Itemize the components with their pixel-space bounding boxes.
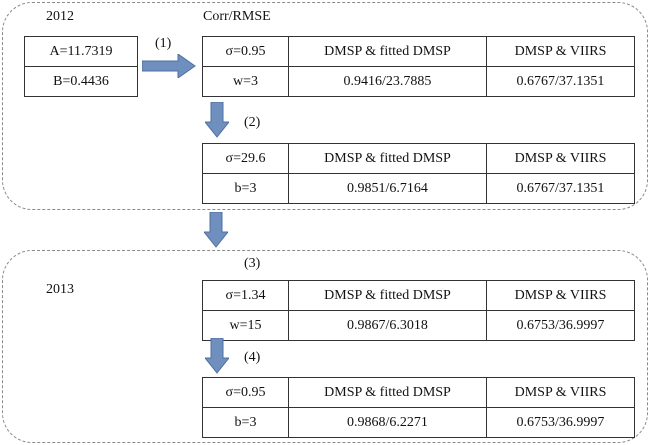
down-arrow-icon: [204, 212, 228, 248]
fitted-header-cell: DMSP & fitted DMSP: [288, 377, 487, 408]
viirs-value-cell: 0.6767/37.1351: [486, 66, 635, 97]
right-arrow-icon: [142, 54, 196, 78]
down-arrow-icon: [205, 338, 229, 374]
viirs-value-cell: 0.6753/36.9997: [486, 310, 635, 341]
step-label-1: (1): [155, 36, 172, 51]
sigma-cell: σ=0.95: [202, 36, 289, 67]
result-table-1: σ=0.95 DMSP & fitted DMSP DMSP & VIIRS w…: [202, 36, 635, 97]
step-label-3: (3): [244, 256, 261, 271]
result-table-3: σ=1.34 DMSP & fitted DMSP DMSP & VIIRS w…: [202, 280, 635, 341]
down-arrow-icon: [205, 102, 229, 138]
year-label-2012: 2012: [46, 9, 74, 24]
fitted-header-cell: DMSP & fitted DMSP: [288, 280, 487, 311]
year-label-2013: 2013: [46, 282, 74, 297]
sigma-cell: σ=29.6: [202, 143, 289, 174]
viirs-header-cell: DMSP & VIIRS: [486, 280, 635, 311]
fitted-header-cell: DMSP & fitted DMSP: [288, 36, 487, 67]
step-label-2: (2): [244, 115, 261, 130]
viirs-header-cell: DMSP & VIIRS: [486, 143, 635, 174]
result-table-4: σ=0.95 DMSP & fitted DMSP DMSP & VIIRS b…: [202, 377, 635, 438]
viirs-value-cell: 0.6767/37.1351: [486, 173, 635, 204]
fitted-header-cell: DMSP & fitted DMSP: [288, 143, 487, 174]
viirs-value-cell: 0.6753/36.9997: [486, 407, 635, 438]
sigma-cell: σ=1.34: [202, 280, 289, 311]
b-cell: b=3: [202, 407, 289, 438]
step-label-4: (4): [244, 350, 261, 365]
fitted-value-cell: 0.9851/6.7164: [288, 173, 487, 204]
fitted-value-cell: 0.9867/6.3018: [288, 310, 487, 341]
corr-rmse-header: Corr/RMSE: [203, 9, 271, 24]
fitted-value-cell: 0.9416/23.7885: [288, 66, 487, 97]
fitted-value-cell: 0.9868/6.2271: [288, 407, 487, 438]
param-a: A=11.7319: [24, 36, 138, 67]
group-2012: [2, 2, 648, 210]
window-cell: w=3: [202, 66, 289, 97]
viirs-header-cell: DMSP & VIIRS: [486, 377, 635, 408]
window-cell: w=15: [202, 310, 289, 341]
params-table-2012: A=11.7319 B=0.4436: [24, 36, 138, 97]
viirs-header-cell: DMSP & VIIRS: [486, 36, 635, 67]
b-cell: b=3: [202, 173, 289, 204]
param-b: B=0.4436: [24, 66, 138, 97]
sigma-cell: σ=0.95: [202, 377, 289, 408]
group-2013: [2, 250, 648, 443]
result-table-2: σ=29.6 DMSP & fitted DMSP DMSP & VIIRS b…: [202, 143, 635, 204]
